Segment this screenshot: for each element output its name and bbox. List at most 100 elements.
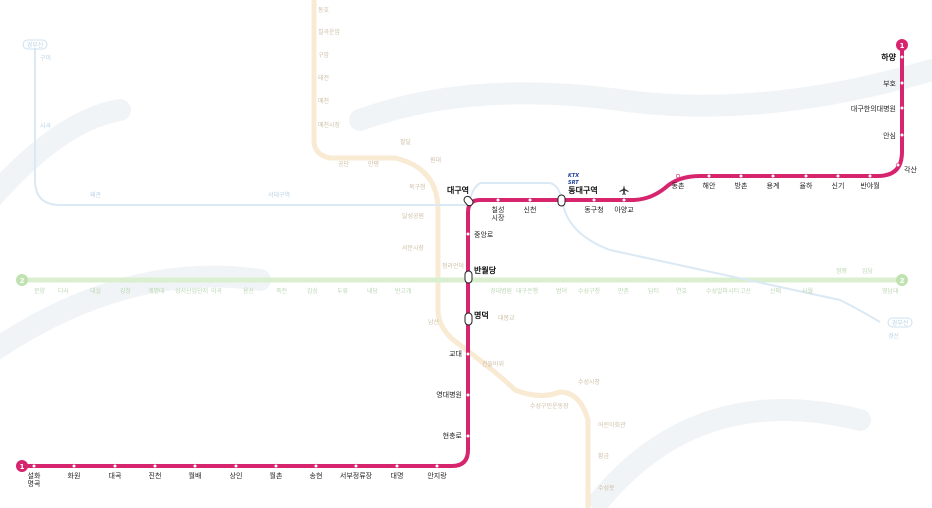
station-seobu[interactable]: 서부정류장 xyxy=(340,471,373,480)
svg-text:구미: 구미 xyxy=(40,54,51,62)
station-myeongdeok[interactable]: 명덕 xyxy=(474,310,489,320)
svg-text:담티: 담티 xyxy=(648,287,659,295)
svg-text:연호: 연호 xyxy=(676,287,688,295)
srt-label: SRT xyxy=(568,180,579,186)
station-daegok[interactable]: 대곡 xyxy=(109,472,122,480)
line-2-end-badge xyxy=(896,274,908,286)
station-sangin[interactable]: 상인 xyxy=(230,471,243,480)
svg-text:수성못: 수성못 xyxy=(598,484,615,492)
faded-rail-line: 경부선 경부선 xyxy=(22,39,913,328)
svg-text:청라언덕: 청라언덕 xyxy=(442,262,464,270)
station-singi[interactable]: 신기 xyxy=(832,181,845,190)
svg-text:대구은행: 대구은행 xyxy=(516,287,538,295)
station-gyodae[interactable]: 교대 xyxy=(449,350,462,358)
line-1-start-badge: 1 xyxy=(16,460,28,472)
station-hyeonchungno[interactable]: 현충로 xyxy=(443,431,463,440)
ktx-label: KTX xyxy=(568,173,580,179)
svg-text:다사: 다사 xyxy=(58,287,70,295)
faded-labels: 동호 칠곡운암 구암 태전 매천 매천시장 팔달 공단 만평 원대 북구청 달성… xyxy=(34,7,900,492)
station-hayang[interactable]: 하양 xyxy=(881,52,896,62)
station-bangchon[interactable]: 방촌 xyxy=(735,181,748,190)
station-wolchon[interactable]: 월촌 xyxy=(270,471,283,480)
svg-text:건들바위: 건들바위 xyxy=(482,360,504,368)
svg-text:경부선: 경부선 xyxy=(892,319,909,327)
station-ayanggyo[interactable]: 아양교 xyxy=(614,205,634,214)
svg-text:사월: 사월 xyxy=(802,287,813,295)
svg-text:매천시장: 매천시장 xyxy=(318,121,341,129)
svg-text:팔달: 팔달 xyxy=(400,138,412,146)
station-dots xyxy=(31,54,905,469)
svg-text:태전: 태전 xyxy=(318,74,329,82)
svg-text:내당: 내당 xyxy=(367,287,379,295)
svg-text:만촌: 만촌 xyxy=(618,287,630,295)
svg-text:대실: 대실 xyxy=(90,287,101,295)
svg-text:황금: 황금 xyxy=(598,452,610,460)
station-wolbae[interactable]: 월배 xyxy=(189,471,202,480)
svg-text:수성구민운동장: 수성구민운동장 xyxy=(530,402,569,410)
station-jincheon[interactable]: 진천 xyxy=(149,471,162,480)
station-songhyeon[interactable]: 송현 xyxy=(310,472,323,480)
station-yeungnam[interactable]: 영대병원 xyxy=(436,390,462,399)
svg-text:반고개: 반고개 xyxy=(395,287,412,295)
svg-text:신매: 신매 xyxy=(770,287,781,295)
svg-text:임당: 임당 xyxy=(862,267,874,275)
svg-text:성서산업단지: 성서산업단지 xyxy=(175,287,208,295)
station-daemyeong[interactable]: 대명 xyxy=(391,471,404,480)
svg-text:공단: 공단 xyxy=(338,160,350,168)
station-buho[interactable]: 부호 xyxy=(883,80,896,88)
transfer-daegu xyxy=(463,195,474,207)
station-anjirang[interactable]: 안지랑 xyxy=(427,471,447,480)
svg-text:강창: 강창 xyxy=(120,287,132,295)
svg-text:매천: 매천 xyxy=(318,97,329,105)
station-jungangno[interactable]: 중앙로 xyxy=(474,231,494,239)
svg-text:두류: 두류 xyxy=(337,288,349,295)
svg-text:경산: 경산 xyxy=(888,332,900,340)
svg-text:달성공원: 달성공원 xyxy=(402,212,424,220)
svg-text:만평: 만평 xyxy=(368,160,379,168)
line-1-end-badge: 1 xyxy=(896,39,908,51)
svg-text:남산: 남산 xyxy=(428,318,440,326)
svg-text:고산: 고산 xyxy=(740,287,752,295)
svg-text:북구청: 북구청 xyxy=(409,184,426,191)
transfer-markers xyxy=(463,194,566,326)
svg-text:수성시장: 수성시장 xyxy=(578,378,601,386)
station-ansim[interactable]: 안심 xyxy=(883,131,896,140)
station-dongdaegu[interactable]: 동대구역 xyxy=(568,185,597,195)
station-yulha[interactable]: 율하 xyxy=(800,181,813,190)
station-gaksan[interactable]: 각산 xyxy=(904,165,917,174)
station-daegu[interactable]: 대구역 xyxy=(447,185,469,195)
svg-text:정평: 정평 xyxy=(836,267,847,275)
station-hwawon[interactable]: 화원 xyxy=(68,471,81,480)
svg-text:대봉교: 대봉교 xyxy=(498,314,515,322)
station-dongchon[interactable]: 동촌 xyxy=(672,181,685,190)
station-yonggye[interactable]: 용계 xyxy=(767,181,780,190)
station-banyawol[interactable]: 반야월 xyxy=(860,181,879,190)
station-banwoldang[interactable]: 반월당 xyxy=(474,265,497,275)
svg-text:범어: 범어 xyxy=(556,287,567,295)
transfer-dongdaegu xyxy=(557,194,566,207)
svg-text:영남대: 영남대 xyxy=(882,287,899,295)
faded-line-2: 2 2 xyxy=(16,274,908,286)
svg-text:2: 2 xyxy=(900,277,905,285)
svg-text:용산: 용산 xyxy=(243,287,255,295)
svg-text:구암: 구암 xyxy=(318,51,330,59)
line-1-route xyxy=(22,45,904,468)
station-donggucheong[interactable]: 동구청 xyxy=(584,206,603,214)
svg-text:문양: 문양 xyxy=(34,287,46,295)
line-2-start-badge xyxy=(16,274,28,286)
svg-text:서문시장: 서문시장 xyxy=(402,244,425,252)
background-lines xyxy=(0,59,932,508)
station-sincheon[interactable]: 신천 xyxy=(524,205,537,214)
transfer-banwoldang xyxy=(464,270,473,284)
svg-text:어린이회관: 어린이회관 xyxy=(598,421,626,429)
svg-text:이곡: 이곡 xyxy=(211,287,223,295)
svg-text:동호: 동호 xyxy=(318,7,330,14)
svg-text:사곡: 사곡 xyxy=(40,122,52,130)
station-daegu-hanui[interactable]: 대구한의대병원 xyxy=(851,104,896,113)
svg-text:감삼: 감삼 xyxy=(307,287,319,295)
svg-text:원대: 원대 xyxy=(430,156,441,164)
station-haean[interactable]: 해안 xyxy=(703,181,716,190)
